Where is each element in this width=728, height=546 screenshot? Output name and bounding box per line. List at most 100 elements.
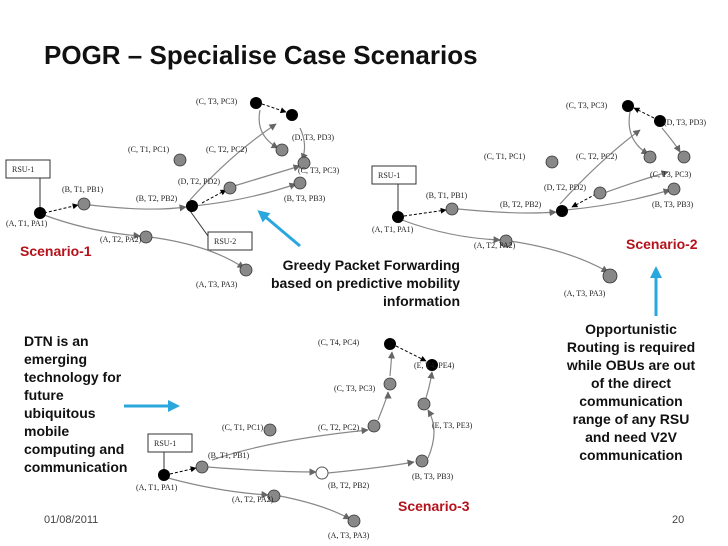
s2-label-c2: (C, T2, PC2): [576, 152, 618, 161]
s1-rsu1-label: RSU-1: [12, 165, 34, 174]
callout-line: technology for: [24, 369, 122, 385]
s1-label-b3: (B, T3, PB3): [284, 194, 326, 203]
s2-node-d2: [593, 186, 607, 200]
s3-label-b1: (B, T1, PB1): [208, 451, 250, 460]
s1-node-b3: [293, 176, 307, 190]
s1-label-c1: (C, T1, PC1): [128, 145, 170, 154]
scenario-1-diagram: RSU-1 RSU-2 (A, T1, PA1) (B, T1, PB: [5, 97, 340, 289]
greedy-forwarding-callout: Greedy Packet Forwarding based on predic…: [250, 256, 460, 310]
s1-label-c2: (C, T2, PC2): [206, 145, 248, 154]
s3-node-b3: [415, 454, 429, 468]
callout-line: computing and: [24, 441, 125, 457]
s1-node-a3: [239, 263, 253, 277]
s3-node-a2: [267, 489, 281, 503]
s3-label-a2: (A, T2, PA2): [232, 495, 274, 504]
s3-label-a1: (A, T1, PA1): [136, 483, 178, 492]
arrow-greedy-icon: [257, 210, 301, 248]
s2-label-a3: (A, T3, PA3): [564, 289, 606, 298]
s2-label-a2: (A, T2, PA2): [474, 241, 516, 250]
s1-node-a2: [139, 230, 153, 244]
s1-label-a3: (A, T3, PA3): [196, 280, 238, 289]
s2-node-b2: [556, 205, 568, 217]
opportunistic-routing-callout: Opportunistic Routing is required while …: [556, 320, 706, 464]
s1-label-c3a: (C, T3, PC3): [196, 97, 238, 106]
callout-line: communication: [579, 393, 683, 409]
s1-label-c3b: (C, T3, PC3): [298, 166, 340, 175]
rsu-1-box-s2: [371, 165, 417, 185]
callout-line: and need V2V: [585, 429, 677, 445]
callout-line: mobile: [24, 423, 70, 439]
callout-line: communication: [579, 447, 683, 463]
callout-line: Opportunistic: [585, 321, 677, 337]
scenario-3-diagram: RSU-1 (A, T1, PA1) (B, T1, PB1) (A, T2, …: [136, 338, 473, 540]
s1-node-c3b: [297, 156, 311, 170]
s3-label-c1: (C, T1, PC1): [222, 423, 264, 432]
s2-label-b3: (B, T3, PB3): [652, 200, 694, 209]
s3-node-b2: [315, 466, 329, 480]
page-number: 20: [672, 514, 685, 526]
s3-label-b3: (B, T3, PB3): [412, 472, 454, 481]
s1-node-d2: [223, 181, 237, 195]
rsu-1-box-s3: [147, 433, 193, 453]
s1-node-c3a: [250, 97, 262, 109]
s2-node-a3: [602, 268, 618, 284]
dtn-callout: DTN is an emerging technology for future…: [24, 332, 154, 476]
s3-label-c3: (C, T3, PC3): [334, 384, 376, 393]
s1-node-b1: [77, 197, 91, 211]
s1-label-b1: (B, T1, PB1): [62, 185, 104, 194]
s3-node-a1: [158, 469, 170, 481]
s3-node-c2: [367, 419, 381, 433]
s1-label-b2: (B, T2, PB2): [136, 194, 178, 203]
callout-line: range of any RSU: [572, 411, 690, 427]
s2-label-c1: (C, T1, PC1): [484, 152, 526, 161]
s2-label-b1: (B, T1, PB1): [426, 191, 468, 200]
s3-label-e4: (E, T4, PE4): [414, 361, 455, 370]
scenario-3-label: Scenario-3: [398, 498, 470, 514]
s3-label-b2: (B, T2, PB2): [328, 481, 370, 490]
s1-label-a2: (A, T2, PA2): [100, 235, 142, 244]
footer-date: 01/08/2011: [44, 514, 99, 526]
s2-node-b3: [667, 182, 681, 196]
s1-node-c2: [275, 143, 289, 157]
s3-node-c3: [383, 377, 397, 391]
s2-label-d3: (D, T3, PD3): [664, 118, 706, 127]
s1-label-d2: (D, T2, PD2): [178, 177, 220, 186]
s3-rsu1-label: RSU-1: [154, 439, 176, 448]
callout-line: Greedy Packet Forwarding: [282, 257, 460, 273]
s3-label-c2: (C, T2, PC2): [318, 423, 360, 432]
page-title: POGR – Specialise Case Scenarios: [44, 40, 478, 70]
s1-node-a1: [34, 207, 46, 219]
s3-node-a3: [347, 514, 361, 528]
s2-node-c2: [643, 150, 657, 164]
callout-line: Routing is required: [566, 339, 696, 355]
s3-node-c4: [384, 338, 396, 350]
s1-label-d3: (D, T3, PD3): [292, 133, 334, 142]
callout-line: ubiquitous: [24, 405, 96, 421]
s2-label-b2: (B, T2, PB2): [500, 200, 542, 209]
s2-node-c3b: [677, 150, 691, 164]
s3-node-c1: [263, 423, 277, 437]
callout-line: emerging: [24, 351, 88, 367]
s2-node-a2: [499, 234, 513, 248]
s2-label-c3a: (C, T3, PC3): [566, 101, 608, 110]
s3-label-a3: (A, T3, PA3): [328, 531, 370, 540]
scenario-2-diagram: RSU-1 (A, T1, PA1) (B, T1, PB1) (A, T2, …: [371, 100, 706, 298]
scenario-2-label: Scenario-2: [626, 236, 698, 252]
s1-node-c1: [173, 153, 187, 167]
s2-label-a1: (A, T1, PA1): [372, 225, 414, 234]
s2-label-d2: (D, T2, PD2): [544, 183, 586, 192]
s2-label-c3b: (C, T3, PC3): [650, 170, 692, 179]
rsu-2-box: [207, 231, 253, 251]
callout-line: information: [383, 293, 460, 309]
s1-rsu2-label: RSU-2: [214, 237, 236, 246]
callout-line: based on predictive mobility: [270, 275, 460, 291]
s2-rsu1-label: RSU-1: [378, 171, 400, 180]
scenario-1-label: Scenario-1: [20, 243, 92, 259]
s2-node-a1: [392, 211, 404, 223]
callout-line: while OBUs are out: [566, 357, 696, 373]
s3-node-e4: [426, 359, 438, 371]
s3-node-b1: [195, 460, 209, 474]
s2-node-d3: [654, 115, 666, 127]
s2-node-b1: [445, 202, 459, 216]
